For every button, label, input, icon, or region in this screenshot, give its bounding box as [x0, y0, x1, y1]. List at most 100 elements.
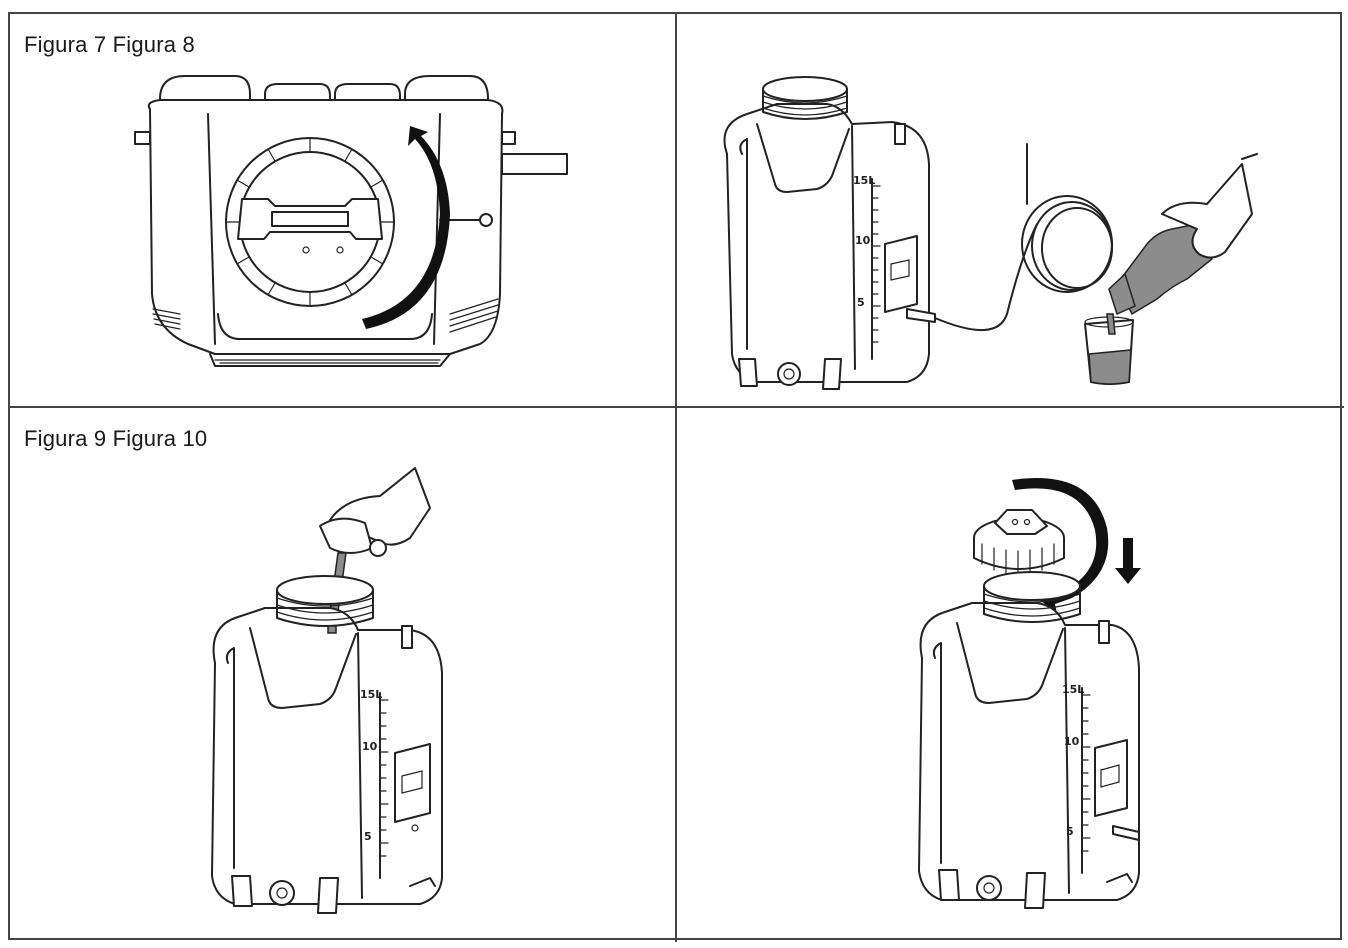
tank-side-contour — [739, 138, 748, 350]
tank-side-contour — [225, 647, 235, 869]
pump-unit-illustration — [134, 75, 568, 367]
tank-body — [723, 103, 930, 383]
tank-neck-threads — [276, 597, 374, 621]
tank-front-edge — [357, 632, 363, 899]
side-window — [884, 235, 918, 313]
tank-base-tab — [409, 877, 436, 887]
cap-hole-right — [336, 246, 344, 254]
cap-hole-right — [1023, 518, 1031, 526]
scale-mark-15l: 15L — [1062, 683, 1084, 696]
cap-handle — [237, 198, 383, 240]
down-arrow-icon — [1115, 538, 1141, 584]
hand-thumb — [369, 539, 387, 557]
drain-valve — [777, 362, 801, 386]
tank-foot-right — [1024, 872, 1046, 909]
figure-9-panel: Figura 9 Figura 10 15L 10 — [10, 408, 677, 942]
tank-front-edge — [1064, 627, 1070, 894]
cap-hole-left — [1011, 518, 1019, 526]
curved-arrow-icon — [1012, 478, 1109, 613]
figure-8-panel: 15L 10 5 — [677, 14, 1344, 408]
scale-mark-10: 10 — [362, 740, 378, 753]
side-peg-right — [501, 131, 516, 145]
vent-lines-left — [152, 308, 181, 330]
housing-inner-curve — [217, 313, 433, 340]
hose-connector — [906, 308, 936, 323]
measuring-cup — [319, 517, 373, 554]
tank-neck — [762, 88, 848, 120]
tank-shoulder — [956, 622, 1064, 704]
side-window-inner — [1100, 764, 1120, 788]
housing-panel-line-right — [433, 113, 441, 345]
tank-side-contour — [932, 642, 942, 864]
tank-shoulder — [249, 627, 357, 709]
tank-foot-left — [231, 875, 253, 907]
scale-mark-15l: 15L — [360, 688, 382, 701]
drain-valve-center — [783, 368, 795, 380]
cap-ring-ribs — [225, 137, 395, 307]
scale-mark-15l: 15L — [853, 174, 875, 187]
side-window-inner — [401, 770, 423, 794]
housing-panel-line-left — [207, 113, 216, 345]
tank-foot-right — [317, 877, 339, 914]
stream-into-neck — [327, 625, 337, 634]
hand-wrist — [1241, 153, 1258, 160]
cap-handle-grip — [271, 211, 349, 227]
tank-neck-threads — [983, 593, 1081, 617]
hose-coil-3 — [1041, 207, 1113, 289]
tank-neck-top — [762, 76, 848, 102]
hand — [1161, 163, 1253, 259]
cap-handle — [994, 509, 1048, 535]
tank-body — [211, 607, 443, 905]
cup-liquid — [1088, 349, 1132, 385]
hose-line — [934, 223, 1038, 331]
pouring-stream — [1106, 313, 1116, 335]
drain-valve-center — [276, 887, 288, 899]
tank-post — [401, 625, 413, 649]
tank-front-edge — [851, 125, 856, 370]
figure-caption-bottom: Figura 9 Figura 10 — [24, 426, 208, 451]
figure-7-panel: Figura 7 Figura 8 — [10, 14, 677, 408]
side-window — [1094, 739, 1128, 817]
tank-pour-illustration: 15L 10 5 — [211, 467, 443, 914]
tank-post — [1098, 620, 1110, 644]
drain-valve — [269, 880, 295, 906]
scale-ticks — [871, 185, 881, 343]
pump-top-hump-left — [159, 75, 251, 107]
tank-neck-top — [276, 575, 374, 605]
liquid-bottle — [1116, 223, 1213, 316]
figure-caption-top: Figura 7 Figura 8 — [24, 32, 195, 57]
tank-cap-illustration: 15L 10 5 — [918, 478, 1141, 909]
cap-hole-left — [302, 246, 310, 254]
pump-top-hump-right — [404, 75, 489, 107]
tank-neck-threads — [762, 95, 848, 116]
drain-valve-center — [983, 882, 995, 894]
side-screw — [411, 824, 419, 832]
drain-valve — [976, 875, 1002, 901]
hose-connector — [1112, 825, 1140, 841]
vent-lines-right — [449, 298, 499, 333]
scale-ticks — [379, 699, 389, 857]
gauge-pin-knob — [479, 213, 493, 227]
tank-base-tab — [1106, 873, 1133, 883]
tank-foot-right — [822, 358, 842, 390]
tank-fill-hose-illustration: 15L 10 5 — [723, 76, 1258, 390]
cap-ribs — [981, 543, 1055, 575]
scale-mark-10: 10 — [1064, 735, 1080, 748]
side-window-inner — [890, 259, 910, 281]
side-peg-left — [134, 131, 151, 145]
tank-shoulder — [756, 123, 850, 193]
side-window — [394, 743, 431, 823]
bottle-neck — [1108, 272, 1136, 316]
scale-ticks — [1081, 694, 1091, 852]
cap-side — [973, 538, 1065, 570]
tank-neck-top — [983, 571, 1081, 601]
instruction-sheet: Figura 7 Figura 8 — [8, 12, 1344, 942]
housing-bottom-ribs — [214, 359, 441, 364]
tank-neck — [276, 589, 374, 627]
tank-foot-left — [738, 358, 758, 387]
tank-post — [894, 123, 906, 145]
tank-body — [918, 602, 1140, 901]
scale-mark-5: 5 — [364, 830, 372, 843]
curved-arrow-icon — [362, 126, 450, 329]
figure-10-panel: 15L 10 5 — [677, 408, 1344, 942]
